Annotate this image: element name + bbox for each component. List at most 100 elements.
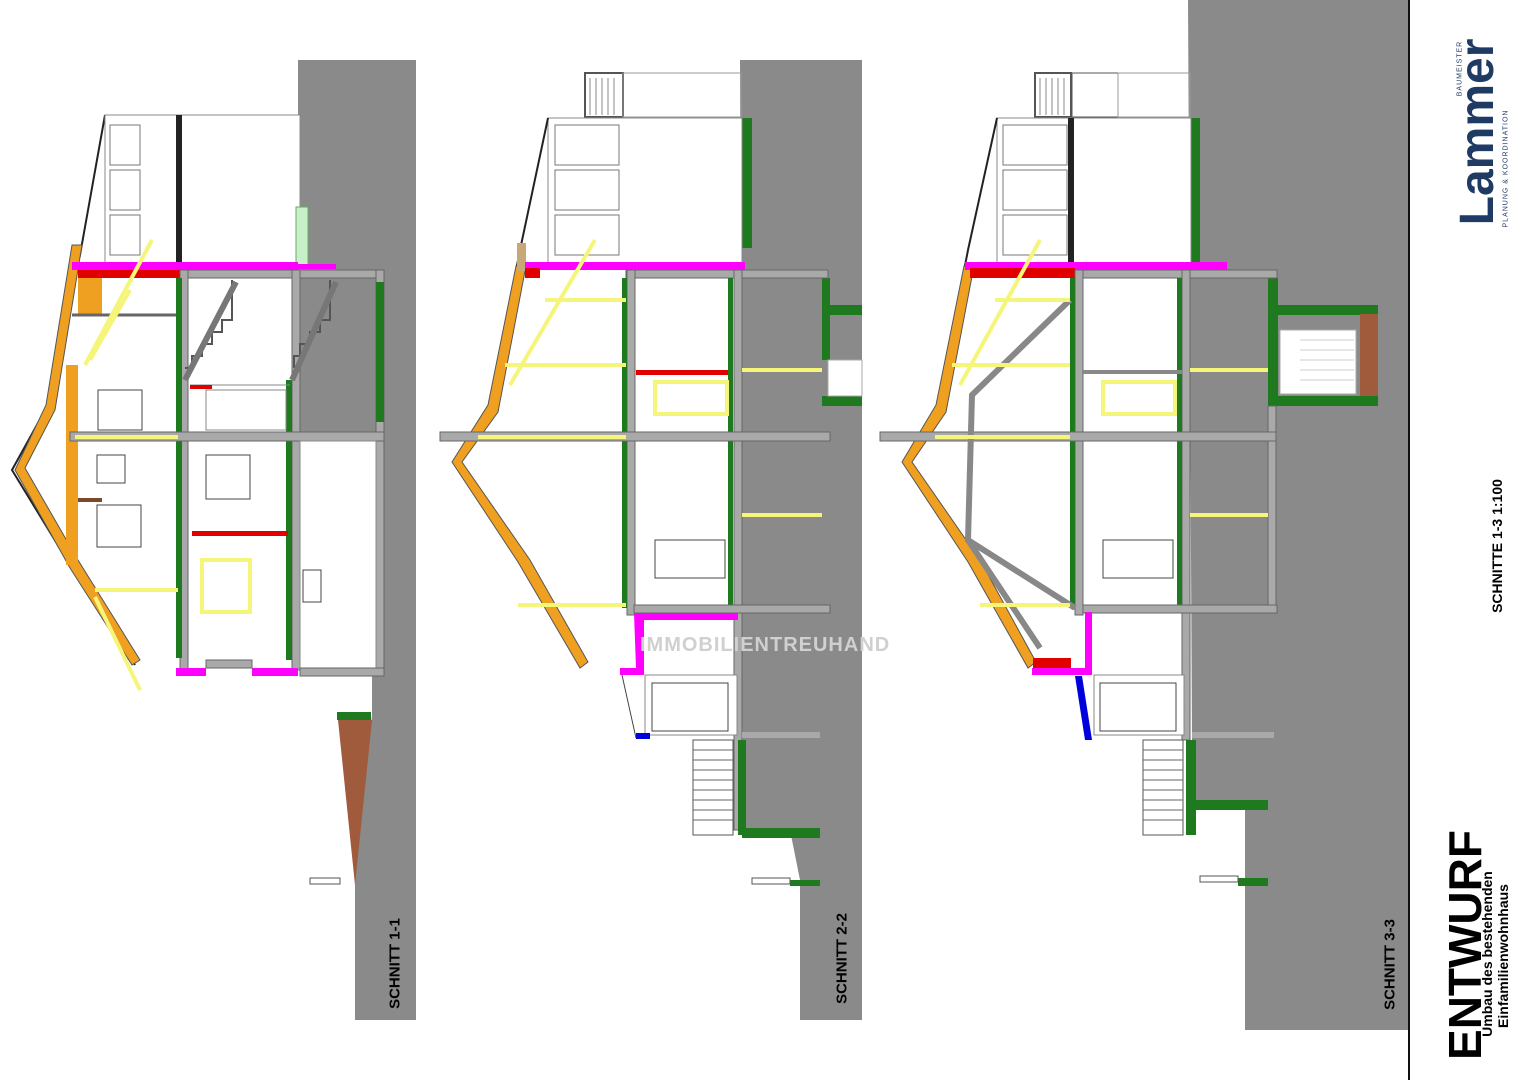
wall-new [176,278,182,658]
window [96,454,126,484]
attic-windows [554,124,620,256]
window [109,214,141,256]
section-label-2-2: SCHNITT 2-2 [833,913,851,1004]
earth-fill [1360,314,1378,396]
roof-insulation [451,265,589,669]
slab-demolition [525,268,540,278]
stair-outer [827,359,863,397]
wall-new [622,278,627,608]
stair-outer [1142,739,1184,836]
steel-post [1075,676,1092,740]
wall-new [286,380,292,660]
slab-existing [179,269,385,279]
sheet-subtitle-2: Einfamilienwohnhaus [1495,884,1511,1028]
wall-existing [1181,269,1191,741]
wall-new [1186,740,1196,835]
wall-new [740,118,752,248]
wall-new [376,282,384,422]
section-2-2 [439,60,863,1020]
wall-existing [626,269,636,616]
slab-existing [1074,269,1278,279]
wall-new [1268,278,1278,406]
balcony-railing [1034,72,1072,118]
demolition-bar [192,531,288,536]
window [109,169,141,211]
stair-treads [693,749,733,821]
stair-outer [1279,329,1357,395]
facade-lower [621,674,637,739]
window [97,389,143,431]
earth-fill [338,720,372,885]
slab-existing [1082,604,1278,614]
room-lower [299,440,377,671]
wall-existing [1074,269,1084,616]
slab-existing [1192,732,1274,738]
section-label-3-3: SCHNITT 3-3 [1381,919,1399,1010]
brace [964,297,1077,611]
annotation-lines [935,239,1268,607]
wall-existing [291,269,301,671]
roof-beam [517,243,526,271]
slab-new [1032,612,1092,675]
stair-stringer [289,280,339,382]
insulation-block [78,278,102,316]
slab-new [176,668,206,676]
slab-demolition [1033,658,1071,668]
window [1099,682,1177,732]
steel-post [1068,118,1074,263]
stair [185,280,233,369]
window [651,682,729,732]
window [109,124,141,166]
parapet [1117,72,1191,118]
brace [965,538,1043,650]
company-logo: Lammer BAUMEISTER PLANUNG & KOORDINATION [1440,15,1520,245]
brown-beam [78,498,102,502]
roof-insulation [14,244,141,666]
balcony-railing [584,72,624,118]
slab-existing [625,269,829,279]
slab-existing [879,431,1277,442]
logo-tag-bottom: PLANUNG & KOORDINATION [1502,109,1510,228]
slab-existing [299,667,385,677]
glazing-green [295,206,309,266]
section-1-1 [10,60,416,1020]
slab-new [72,262,298,270]
steel-post [176,115,182,265]
slab-new [298,264,336,269]
wall-new [1177,278,1182,608]
wall-new [790,880,820,886]
wall-new [742,828,820,838]
slab-new [620,613,738,675]
window [302,569,322,603]
attic-windows [1002,124,1068,256]
window [96,504,142,548]
stair-outer [692,739,734,836]
parapet [622,72,742,118]
stair-treads [1300,339,1354,381]
slab-existing [633,604,831,614]
slab-new [252,668,298,676]
terrace-slab [309,877,341,885]
annotation-lines [478,238,822,607]
demolition-bar [190,385,212,389]
scale-label: SCHNITTE 1-3 1:100 [1489,479,1505,613]
ground-terrain [1188,0,1408,1030]
terrace-slab [751,877,791,885]
wall-new [337,712,371,720]
section-label-1-1: SCHNITT 1-1 [386,918,404,1009]
wall-new [822,278,830,360]
wall-new [822,305,862,315]
stair-roof [1071,72,1119,118]
terrace-slab [1199,875,1239,883]
slab-existing [205,659,253,669]
sheet-frame [1408,0,1410,1080]
sheet-subtitle-1: Umbau des bestehenden [1479,871,1495,1037]
window [205,389,287,431]
slab-existing [1083,370,1183,374]
wall-new [822,396,862,406]
demolition-bar [636,370,728,375]
window [1102,539,1174,579]
wall-new [1278,305,1378,315]
steel-post [636,733,650,739]
